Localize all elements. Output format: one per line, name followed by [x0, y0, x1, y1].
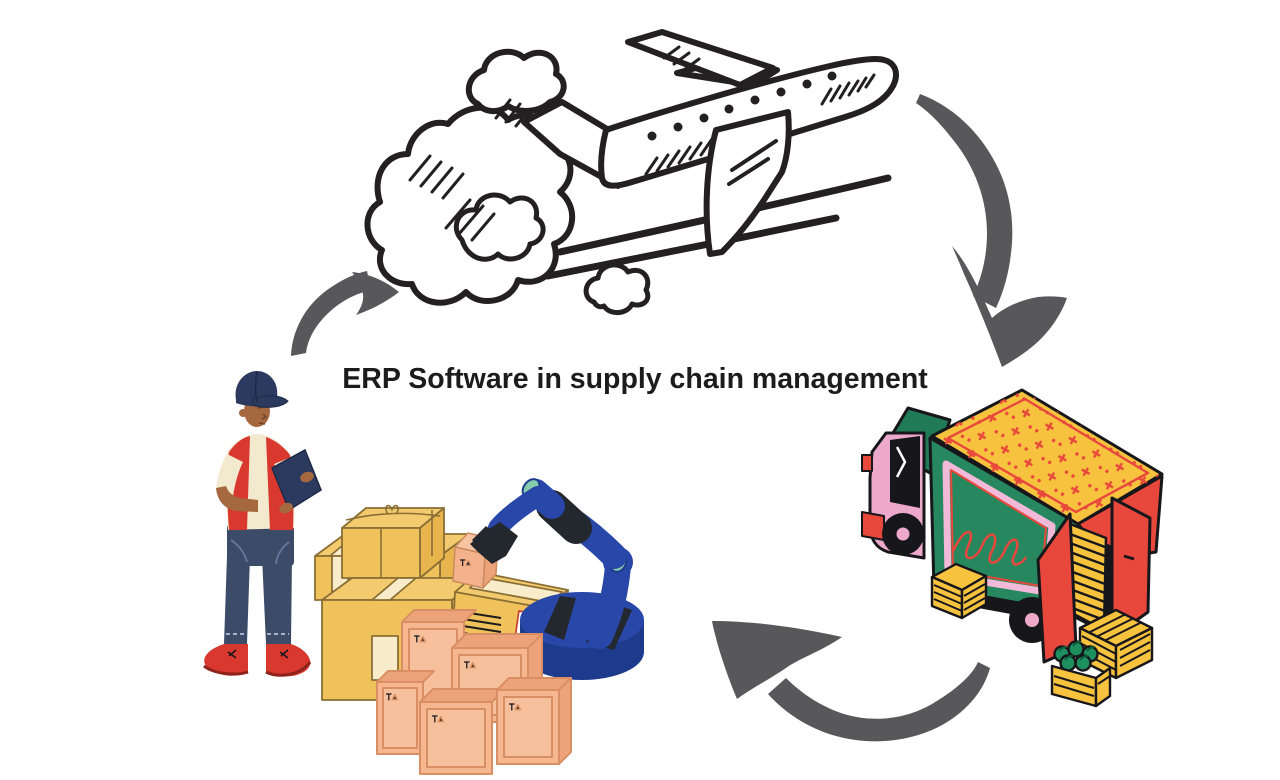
shipping-crates — [376, 609, 572, 775]
page-title: ERP Software in supply chain management — [342, 363, 928, 395]
delivery-truck — [861, 388, 1164, 708]
produce-crate — [1050, 640, 1112, 708]
airplane-doodle-illustration — [364, 29, 899, 315]
cycle-arrow-plane-to-truck — [916, 94, 1067, 367]
cycle-arrow-worker-to-plane — [291, 271, 399, 356]
worker-shoes — [203, 644, 312, 677]
crate — [419, 688, 506, 775]
tail-fin — [625, 29, 776, 88]
truck-cargo — [1066, 522, 1118, 640]
robotic-arm — [452, 478, 644, 680]
airplane-windows — [647, 71, 837, 141]
cloud-puffs — [364, 48, 651, 315]
worker-cap — [235, 371, 289, 408]
ground-crates — [930, 562, 1154, 708]
crate — [496, 677, 572, 765]
warehouse-worker — [203, 371, 322, 677]
cycle-arrow-truck-to-warehouse — [712, 621, 990, 742]
truck-doors — [1036, 496, 1152, 664]
truck-cab — [861, 431, 926, 560]
clipboard — [271, 448, 322, 514]
crate — [376, 670, 435, 755]
